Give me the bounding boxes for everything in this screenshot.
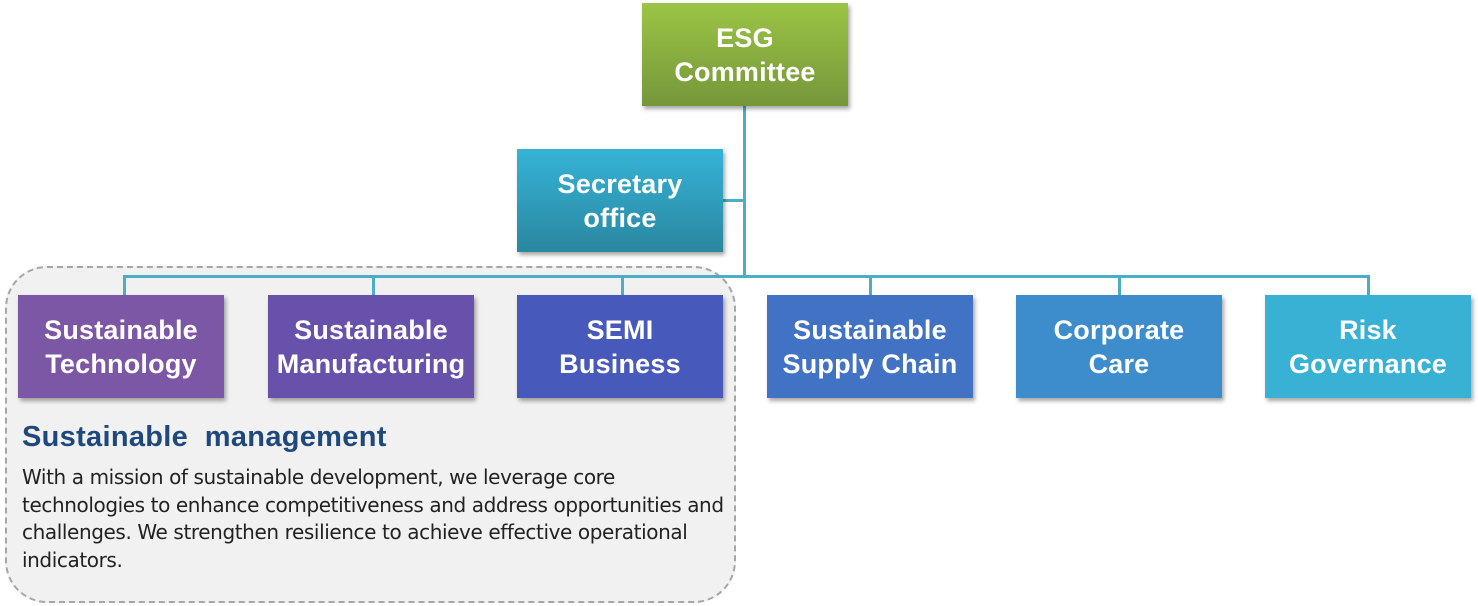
connector-drop-1 (123, 276, 126, 295)
node-label: Sustainable Supply Chain (782, 314, 958, 379)
esg-committee-label: ESG Committee (674, 22, 816, 87)
sustainable-manufacturing-node: Sustainable Manufacturing (268, 295, 474, 398)
secretary-office-label: Secretary office (557, 168, 683, 233)
sustainable-supply-chain-node: Sustainable Supply Chain (767, 295, 973, 398)
secretary-office-node: Secretary office (517, 149, 723, 252)
corporate-care-node: Corporate Care (1016, 295, 1222, 398)
node-label: SEMI Business (559, 314, 681, 379)
connector-drop-2 (372, 276, 375, 295)
management-description: With a mission of sustainable developmen… (22, 465, 724, 572)
connector-secretary (723, 199, 745, 202)
connector-drop-4 (869, 276, 872, 295)
semi-business-node: SEMI Business (517, 295, 723, 398)
connector-trunk (743, 106, 746, 277)
connector-drop-5 (1118, 276, 1121, 295)
node-label: Sustainable Technology (44, 314, 198, 379)
management-title: Sustainable management (22, 421, 387, 453)
connector-drop-6 (1367, 276, 1370, 295)
esg-committee-node: ESG Committee (642, 3, 848, 106)
node-label: Risk Governance (1288, 314, 1448, 379)
connector-drop-3 (621, 276, 624, 295)
node-label: Corporate Care (1053, 314, 1185, 379)
connector-bus (123, 275, 1370, 278)
node-label: Sustainable Manufacturing (276, 314, 466, 379)
risk-governance-node: Risk Governance (1265, 295, 1471, 398)
sustainable-technology-node: Sustainable Technology (18, 295, 224, 398)
